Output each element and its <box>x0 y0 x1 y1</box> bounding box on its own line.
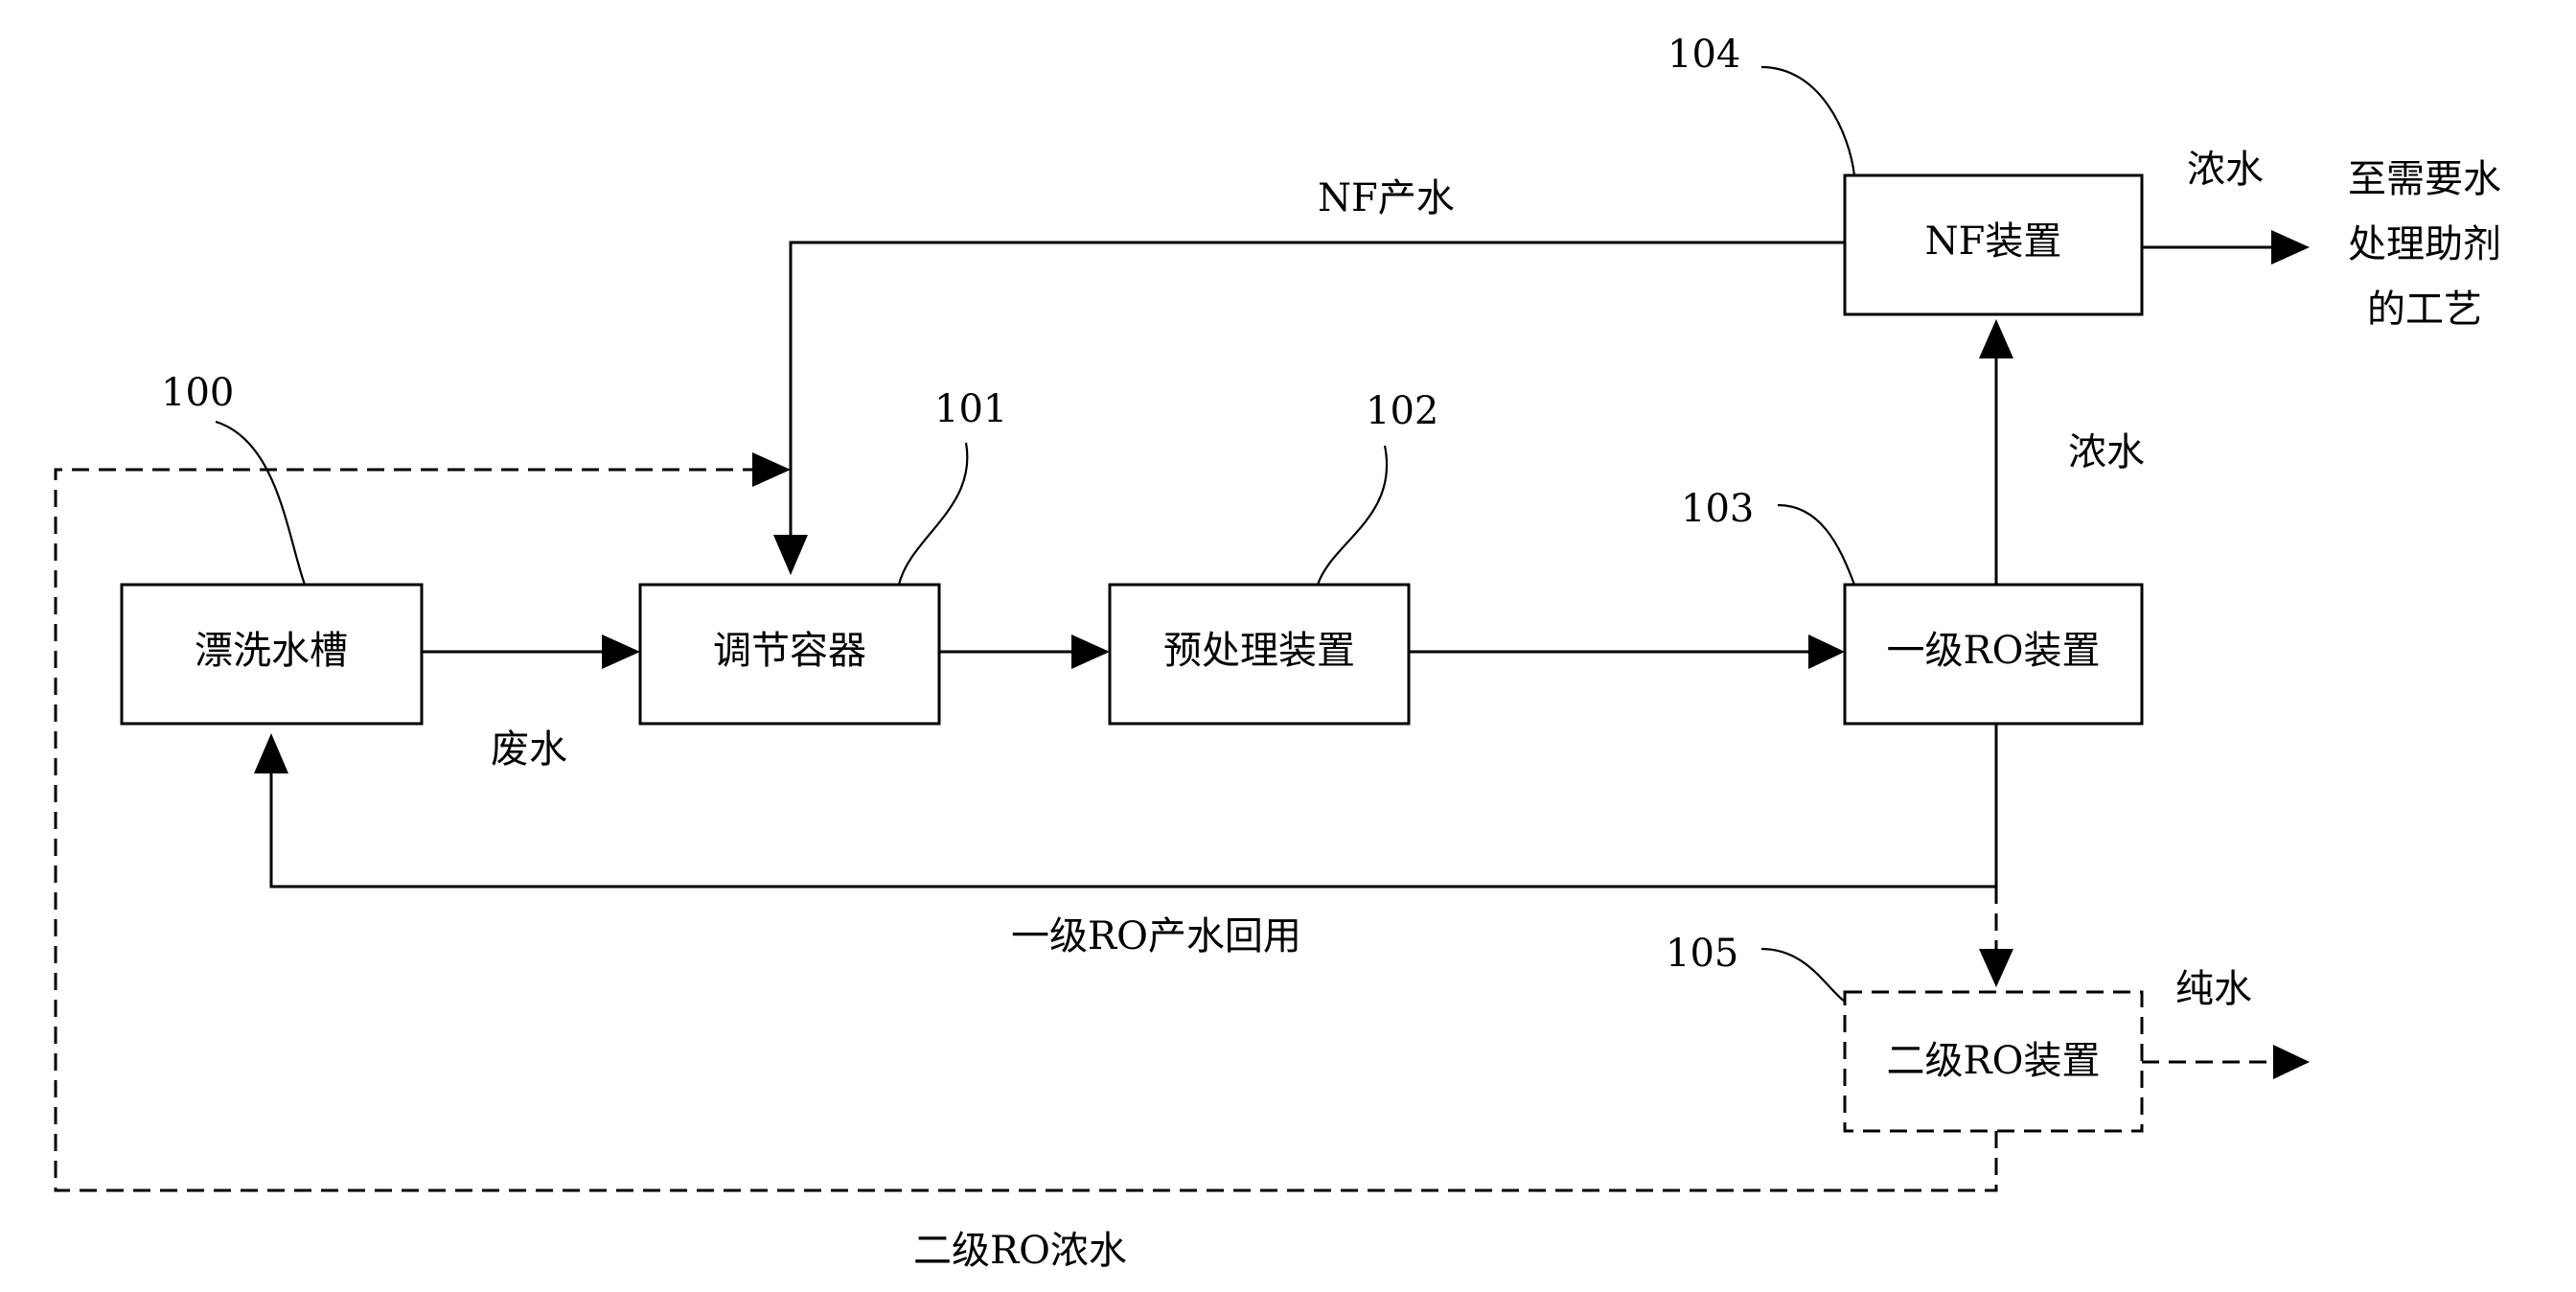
regulating-vessel-box <box>638 583 941 726</box>
ref-number-102: 102 <box>1366 389 1438 433</box>
ro1-unit-label: 一级RO装置 <box>1887 629 2101 673</box>
rinse-tank-box <box>120 583 424 726</box>
ro1-concentrate-arrowhead <box>1979 319 2013 358</box>
ro1-unit-box <box>1843 583 2144 726</box>
vessel-to-pretreatment-arrowhead <box>1071 634 1110 669</box>
pretreatment-unit-label: 预处理装置 <box>1163 629 1355 673</box>
ref-leader-100 <box>215 420 307 586</box>
ref-leader-104 <box>1760 65 1856 176</box>
nf-concentrate-arrowhead <box>2271 230 2310 265</box>
pretreatment-unit-box <box>1108 583 1411 726</box>
ref-number-103: 103 <box>1681 487 1754 531</box>
ro2-concentrate-arrowhead <box>752 452 791 487</box>
wastewater-label: 废水 <box>491 727 567 772</box>
ref-leader-101 <box>897 442 969 586</box>
rinse-tank-label: 漂洗水槽 <box>195 629 348 673</box>
ro1-concentrate-label: 浓水 <box>2068 430 2145 474</box>
ro1-permeate-reuse-line <box>269 724 1998 888</box>
pure-water-arrowhead <box>2273 1045 2310 1079</box>
ref-leader-102 <box>1316 445 1389 586</box>
destination-line-3: 的工艺 <box>2367 288 2482 332</box>
ref-number-101: 101 <box>934 387 1007 431</box>
nf-unit-box <box>1843 173 2144 316</box>
ref-number-105: 105 <box>1666 932 1738 976</box>
nf-permeate-arrowhead <box>773 535 808 575</box>
wastewater-arrowhead <box>602 634 640 669</box>
ref-leader-103 <box>1777 503 1856 586</box>
regulating-vessel-label: 调节容器 <box>713 629 866 673</box>
ro1-permeate-reuse-arrowhead <box>254 733 288 773</box>
nf-unit-label: NF装置 <box>1925 219 2062 264</box>
ro1-permeate-reuse-label: 一级RO产水回用 <box>1011 914 1301 958</box>
destination-line-1: 至需要水 <box>2348 157 2501 201</box>
pure-water-label: 纯水 <box>2175 967 2252 1011</box>
ro2-concentrate-label: 二级RO浓水 <box>913 1229 1127 1273</box>
nf-concentrate-label: 浓水 <box>2187 148 2264 192</box>
ro2-concentrate-line <box>54 468 1998 1192</box>
ref-number-100: 100 <box>161 371 234 415</box>
destination-line-2: 处理助剂 <box>2348 222 2501 266</box>
nf-permeate-line <box>789 241 1845 537</box>
pretreatment-to-ro1-arrowhead <box>1808 634 1845 669</box>
ro2-unit-label: 二级RO装置 <box>1887 1039 2101 1083</box>
nf-permeate-label: NF产水 <box>1318 176 1455 220</box>
ro1-to-ro2-arrowhead <box>1979 949 2013 987</box>
ref-leader-105 <box>1760 947 1846 1003</box>
ro2-unit-box <box>1843 990 2144 1133</box>
ref-number-104: 104 <box>1668 33 1740 77</box>
